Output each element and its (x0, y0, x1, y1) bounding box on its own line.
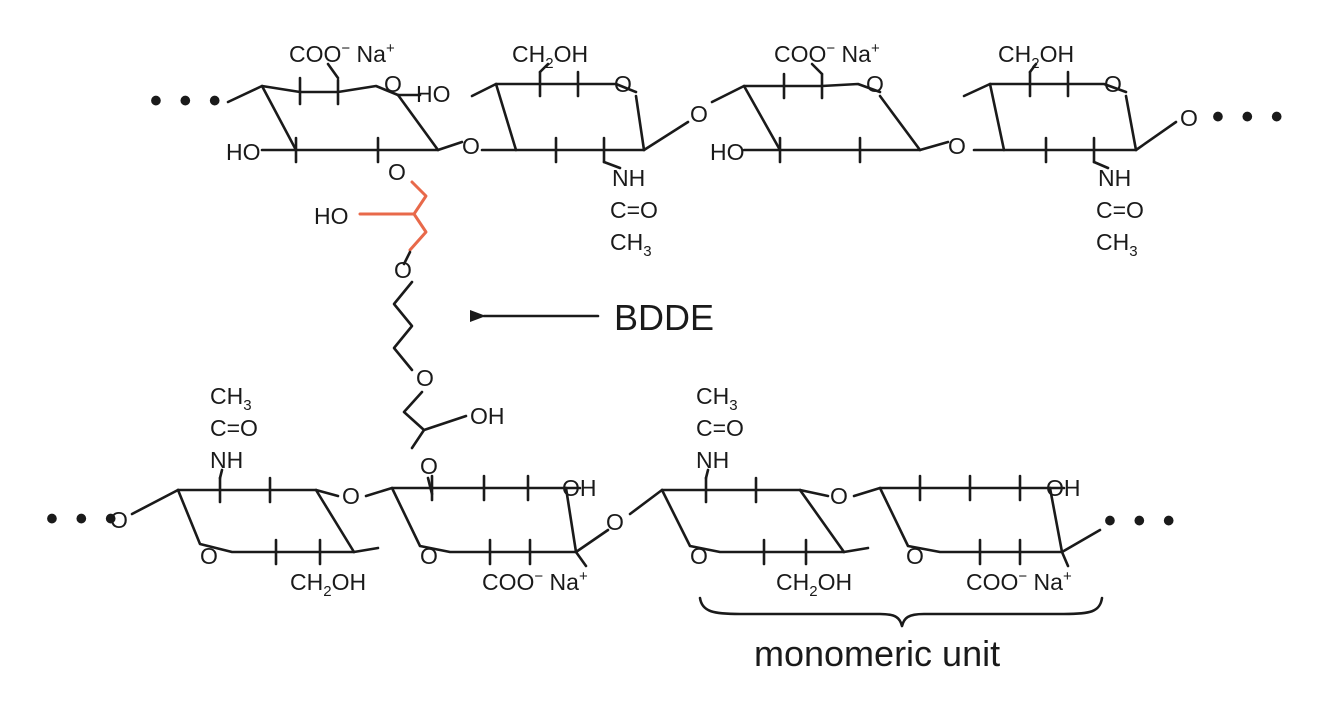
ring-5-top-bonds (176, 488, 340, 498)
ring-2-methyl: CH3 (610, 229, 652, 260)
bottom-left-ellipsis: • • • (46, 500, 121, 538)
top-terminal-oxygen: O (1180, 105, 1198, 131)
glycosidic-oxygen-6: O (830, 483, 848, 509)
ring-4-hydroxymethyl-label: CH2OH (998, 41, 1074, 72)
ring-7-amide-nh: NH (696, 447, 729, 473)
ring-4-ring-oxygen: O (1104, 71, 1122, 97)
glycosidic-oxygen-3: O (948, 133, 966, 159)
ring-2-hydroxyl-label: HO (416, 81, 451, 107)
ring-8-ring-oxygen: O (906, 543, 924, 569)
ring-2-ring-oxygen: O (614, 71, 632, 97)
ring-3-carboxylate-label: COO− Na+ (774, 40, 880, 67)
ring-1-carboxylate-label: COO− Na+ (289, 40, 395, 67)
ring-3-top-bonds (710, 82, 882, 104)
ring-2-top-bonds (470, 82, 638, 98)
ring-4-bottom-bonds (972, 94, 1138, 152)
ring-7-ring-oxygen: O (690, 543, 708, 569)
ring-7-carbonyl: C=O (696, 415, 744, 441)
monomeric-unit-brace (698, 596, 1104, 628)
ring-8-hydroxyl-label: OH (1046, 475, 1081, 501)
monomeric-unit-annotation: monomeric unit (698, 596, 1104, 674)
ring-3-ring-oxygen: O (866, 71, 884, 97)
crosslink-oxygen-top: O (388, 159, 406, 185)
ring-2-bottom-bonds (480, 94, 646, 152)
ring-5-methyl: CH3 (210, 383, 252, 414)
bottom-right-ellipsis: • • • (1104, 502, 1179, 540)
ring-3-hydroxyl-label: HO (710, 139, 745, 165)
ring-4-methyl: CH3 (1096, 229, 1138, 260)
glycosidic-oxygen-1: O (462, 133, 480, 159)
bdde-ether-oxygen-1: O (394, 257, 412, 283)
ring-8-top-bonds (852, 486, 1052, 498)
ring-1-hydroxyl-label: HO (226, 139, 261, 165)
glycosidic-oxygen-4: O (342, 483, 360, 509)
ring-2-amide-nh: NH (612, 165, 645, 191)
bdde-glycerol-segment-bottom (402, 390, 426, 450)
ring-6-top-bonds (364, 486, 568, 498)
ring-7-methyl: CH3 (696, 383, 738, 414)
bottom-terminal-oxygen: O (110, 507, 128, 533)
ring-2-hydroxymethyl-label: CH2OH (512, 41, 588, 72)
ring-7-hydroxymethyl-label: CH2OH (776, 569, 852, 600)
ring-4-amide-nh: NH (1098, 165, 1131, 191)
ring-4-carbonyl: C=O (1096, 197, 1144, 223)
monomeric-unit-label: monomeric unit (754, 633, 1000, 674)
ring-1-top-bonds (226, 84, 400, 104)
ring-6-carboxylate-label: COO− Na+ (482, 568, 588, 595)
glycosidic-oxygen-2: O (690, 101, 708, 127)
bdde-glycerol-segment-top (408, 180, 428, 252)
ring-4-top-bonds (962, 82, 1128, 98)
crosslink-oxygen-bottom: O (420, 453, 438, 479)
top-right-ellipsis: • • • (1212, 98, 1287, 136)
ring-6-hydroxyl-label: OH (562, 475, 597, 501)
bdde-bottom-hydroxyl-bond (422, 414, 468, 432)
ring-3-bottom-bonds (742, 84, 922, 152)
bdde-top-hydroxyl: HO (314, 203, 349, 229)
ring-5-carbonyl: C=O (210, 415, 258, 441)
ring-8-carboxylate-label: COO− Na+ (966, 568, 1072, 595)
bdde-ether-oxygen-2: O (416, 365, 434, 391)
bdde-label: BDDE (614, 297, 714, 338)
ring-5-ring-oxygen: O (200, 543, 218, 569)
ring-1-ring-oxygen: O (384, 71, 402, 97)
ring-5-amide-nh: NH (210, 447, 243, 473)
top-polymer-chain: • • • COO− Na+ O HO O O HO CH2OH O NH C=… (150, 40, 1287, 260)
ring-1-bottom-bonds (260, 84, 440, 152)
top-left-ellipsis: • • • (150, 82, 225, 120)
ring-2-carbonyl: C=O (610, 197, 658, 223)
bdde-crosslinker: HO O O OH O BDDE (314, 180, 714, 496)
ring-5-hydroxymethyl-label: CH2OH (290, 569, 366, 600)
bdde-butanediol-chain (392, 280, 414, 372)
ring-6-ring-oxygen: O (420, 543, 438, 569)
glycosidic-oxygen-5: O (606, 509, 624, 535)
bottom-polymer-chain: • • • O CH3 C=O NH O CH2OH O OH O COO− N… (46, 383, 1179, 600)
bdde-bottom-hydroxyl: OH (470, 403, 505, 429)
